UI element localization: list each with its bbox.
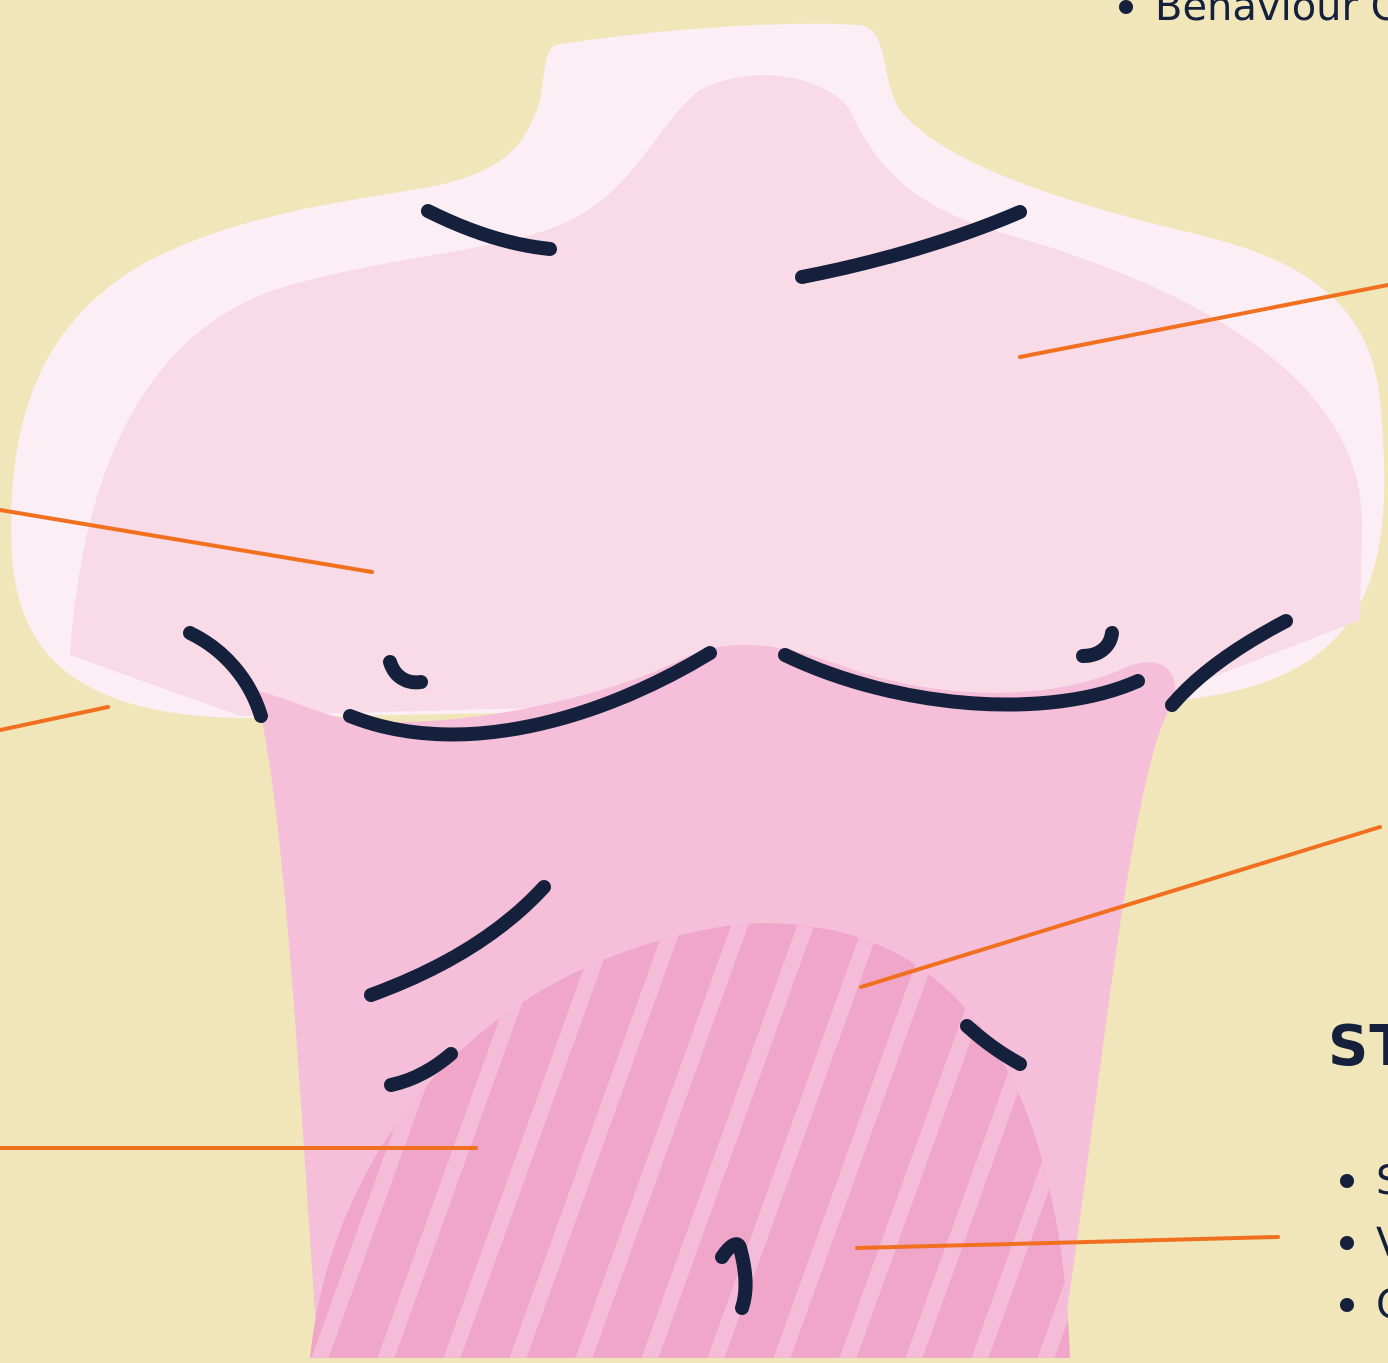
pointer-line-armpit-left: [0, 707, 108, 730]
bottom-list-item: S: [1376, 1150, 1388, 1212]
section-heading: ST: [1328, 1014, 1388, 1079]
bottom-list-item: V: [1376, 1212, 1388, 1274]
top-list-item: Behaviour C: [1155, 0, 1388, 30]
upper-body: [70, 75, 1362, 716]
bottom-list-item: C: [1376, 1274, 1388, 1336]
top-bullet-list: Behaviour C: [1155, 0, 1388, 30]
bottom-bullet-list: S V C: [1376, 1150, 1388, 1336]
